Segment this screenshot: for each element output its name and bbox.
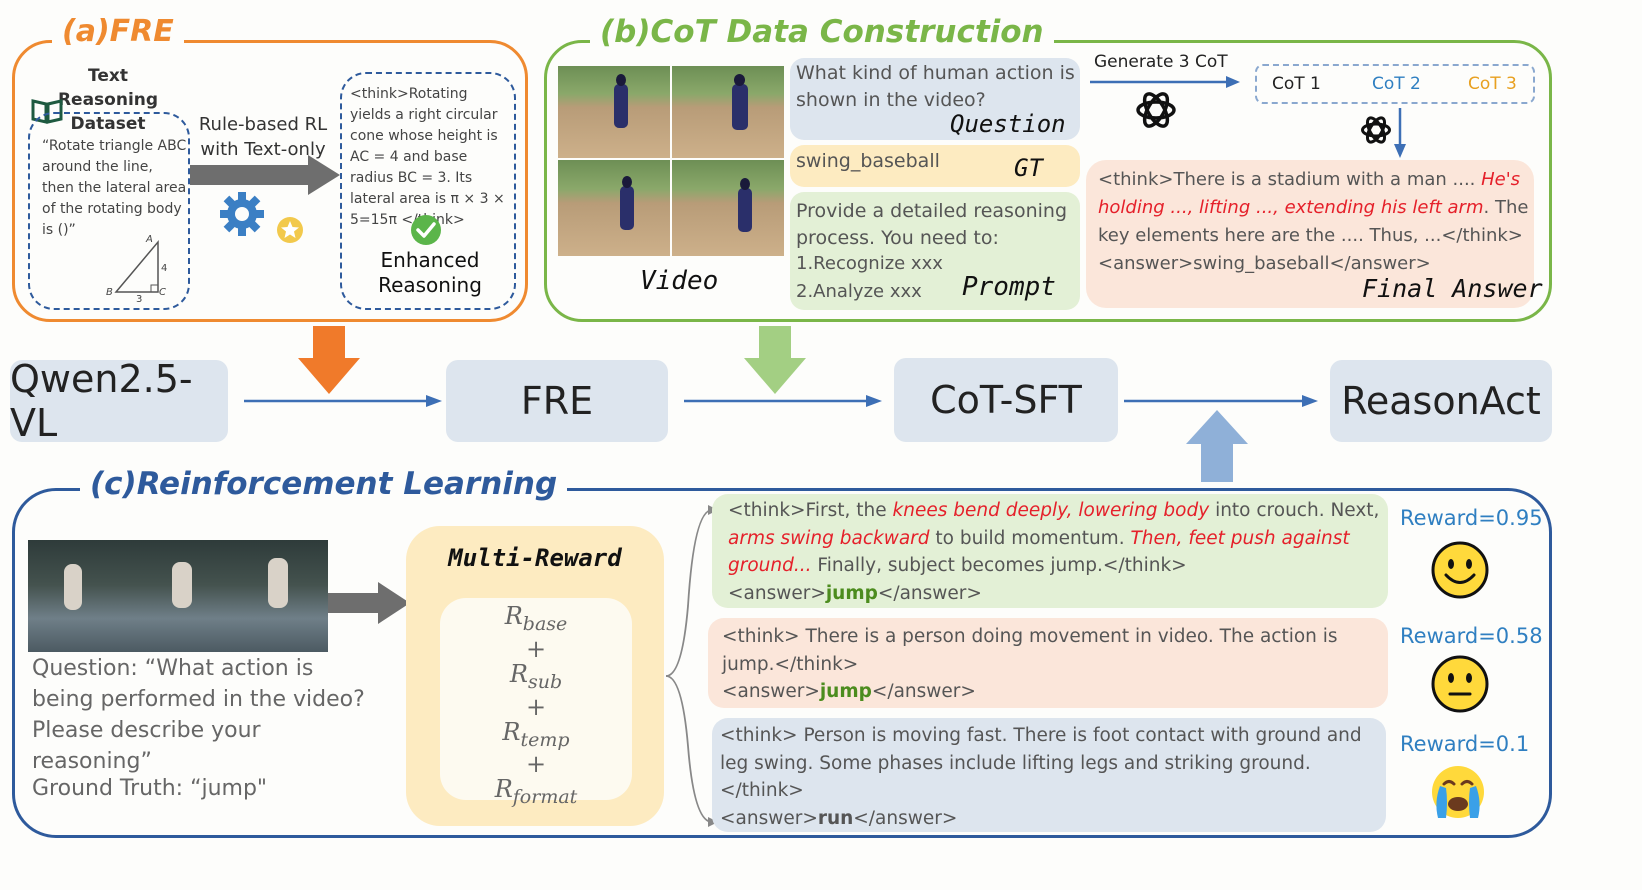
response-text-1: <think>First, the knees bend deeply, low…: [728, 500, 1380, 604]
reward-terms-box: [440, 598, 632, 800]
check-icon: [410, 214, 442, 250]
gear-icon: [218, 190, 266, 242]
generate-arrow: [1090, 76, 1240, 88]
reward-term-base: Rbase: [504, 602, 568, 635]
cot3-label: CoT 3: [1468, 74, 1517, 94]
triangle-figure: [114, 239, 159, 293]
cot-down-big-arrow: [744, 326, 806, 394]
node-fre: FRE: [446, 360, 668, 442]
enhanced-label-line2: Reasoning: [378, 273, 482, 297]
reward-term-temp: Rtemp: [502, 717, 570, 751]
reward-term-sub: Rsub: [509, 659, 563, 693]
rl-label-line1: Rule-based RL: [198, 114, 328, 135]
response-text-3: <think> Person is moving fast. There is …: [720, 725, 1362, 829]
problem-text: “Rotate triangle ABC around the line, th…: [42, 138, 187, 238]
flow-arrow-2: [684, 395, 882, 407]
final-answer-tag: Final Answer: [1362, 274, 1543, 303]
tri-label-c: C: [159, 287, 166, 298]
dataset-label-line2: Dataset: [70, 114, 146, 134]
rl-title: (c)Reinforcement Learning: [80, 466, 568, 502]
plus-2: +: [525, 692, 547, 721]
prompt-text-2: 1.Recognize xxx: [796, 253, 943, 274]
tri-label-a: A: [146, 234, 153, 245]
rl-question: Question: “What action is being performe…: [32, 656, 365, 774]
final-answer-text: <think>There is a stadium with a man ...…: [1098, 166, 1530, 278]
gt-tag: GT: [1014, 154, 1043, 182]
answer-part-3: <answer>swing_baseball</answer>: [1098, 253, 1431, 274]
rl-panel: [12, 488, 1552, 838]
response-text-2: <think> There is a person doing movement…: [722, 626, 1338, 702]
rl-video-frame-2: [128, 540, 228, 652]
prompt-text-1: Provide a detailed reasoning process. Yo…: [796, 200, 1068, 249]
question-tag: Question: [950, 110, 1066, 138]
output-text: <think>Rotating yields a right circular …: [350, 86, 505, 228]
node-cot-sft: CoT-SFT: [894, 358, 1118, 442]
happy-face-icon: [1430, 540, 1490, 604]
video-frame-4: [672, 160, 784, 256]
response-box-1: [712, 494, 1388, 608]
gt-box: [790, 145, 1080, 187]
reward-label-2: Reward=0.58: [1400, 624, 1543, 648]
dataset-label-line1: Text Reasoning: [57, 66, 159, 110]
node-qwen: Qwen2.5-VL: [10, 357, 228, 445]
star-badge-icon: [276, 216, 304, 248]
fre-down-arrow: [298, 326, 360, 394]
neutral-face-icon: [1430, 654, 1490, 718]
final-answer-box: [1086, 160, 1534, 308]
cot-options-box: [1255, 64, 1535, 104]
cot-title: (b)CoT Data Construction: [590, 14, 1054, 50]
chatgpt-logo-icon: [1132, 86, 1180, 138]
dataset-label: Text Reasoning Dataset: [38, 64, 178, 136]
plus-3: +: [525, 750, 547, 779]
response-box-3: [712, 718, 1386, 832]
video-frame-2: [672, 66, 784, 158]
prompt-text-3: 2.Analyze xxx: [796, 281, 922, 302]
flow-arrow-3: [1124, 395, 1318, 407]
rl-up-arrow: [1186, 410, 1248, 482]
response-box-2: [708, 618, 1388, 708]
question-text: What kind of human action is shown in th…: [796, 62, 1075, 111]
problem-box: [28, 112, 190, 310]
prompt-box: [790, 192, 1080, 310]
rl-label-line2: with Text-only: [200, 139, 326, 160]
rl-video-frame-1: [28, 540, 128, 652]
tri-label-b: B: [106, 287, 113, 298]
output-box: [340, 72, 516, 310]
cot2-label: CoT 2: [1372, 74, 1421, 94]
video-frame-3: [558, 160, 670, 256]
flow-arrow-1: [244, 395, 442, 407]
cot1-label: CoT 1: [1272, 74, 1321, 94]
rl-video-frame-3: [228, 540, 328, 652]
video-frame-1: [558, 66, 670, 158]
reward-terms: Rbase + Rsub + Rtemp + Rformat: [440, 604, 632, 810]
answer-part-1: <think>There is a stadium with a man ...…: [1098, 169, 1482, 190]
fre-title: (a)FRE: [52, 14, 184, 49]
gt-text: swing_baseball: [796, 150, 940, 172]
answer-part-2: . The key elements here are the .... Thu…: [1098, 197, 1529, 246]
tri-label-4: 4: [161, 263, 168, 274]
enhanced-label-line1: Enhanced: [380, 248, 480, 272]
chatgpt-logo-small-icon: [1358, 112, 1394, 152]
node-reasonact: ReasonAct: [1330, 360, 1552, 442]
reward-term-format: Rformat: [494, 775, 578, 809]
fre-gray-arrow: [190, 155, 340, 195]
reward-label-3: Reward=0.1: [1400, 732, 1530, 756]
video-label: Video: [640, 266, 719, 296]
cot-down-arrow: [1394, 108, 1406, 158]
fre-panel: [12, 40, 528, 322]
crying-face-icon: [1426, 762, 1490, 826]
generate-label: Generate 3 CoT: [1094, 52, 1228, 72]
rl-ground-truth: Ground Truth: “jump": [32, 776, 268, 801]
plus-1: +: [525, 634, 547, 663]
question-box: [790, 58, 1080, 140]
rl-gray-arrow: [328, 582, 410, 624]
rl-label: Rule-based RL with Text-only: [196, 112, 330, 162]
tri-label-3: 3: [136, 294, 143, 305]
multi-reward-title: Multi-Reward: [448, 544, 622, 572]
enhanced-reasoning-label: Enhanced Reasoning: [352, 248, 508, 298]
reward-label-1: Reward=0.95: [1400, 506, 1543, 530]
prompt-tag: Prompt: [962, 272, 1056, 302]
answer-highlight: He's holding ..., lifting ..., extending…: [1098, 169, 1521, 218]
